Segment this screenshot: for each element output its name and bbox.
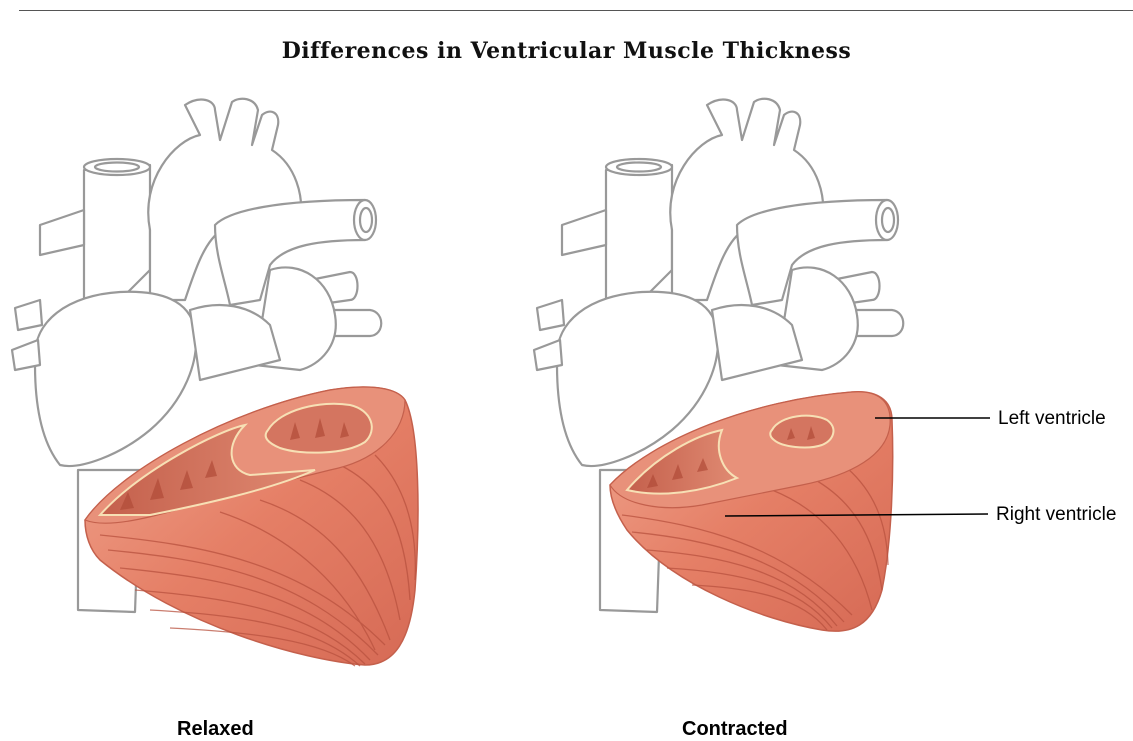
relaxed-caption: Relaxed — [177, 718, 254, 741]
left-ventricle-label: Left ventricle — [998, 408, 1106, 430]
right-ventricle-label: Right ventricle — [996, 504, 1116, 526]
contracted-heart — [534, 99, 903, 631]
relaxed-heart — [12, 99, 418, 666]
contracted-caption: Contracted — [682, 718, 788, 741]
